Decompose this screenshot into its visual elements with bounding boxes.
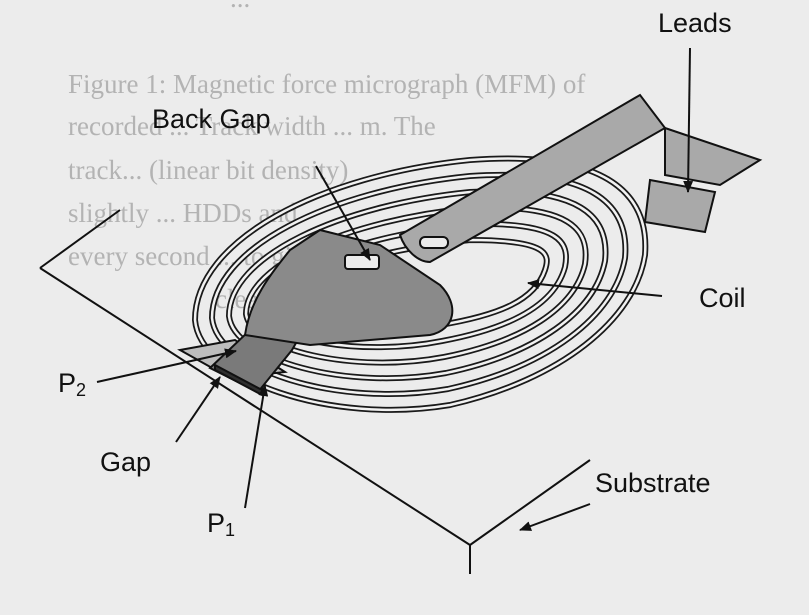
background-text-line-3: track... (linear bit density): [68, 155, 349, 185]
background-text-line-2: recorded ... Track width ... m. The: [68, 111, 436, 141]
p2-label-subscript: 2: [76, 380, 87, 400]
background-text-top: ...: [230, 0, 250, 15]
coil-turns: [191, 155, 649, 413]
coil-label: Coil: [699, 283, 746, 313]
leads-label: Leads: [658, 8, 732, 38]
p2-label-base: P: [58, 368, 77, 398]
p1-label-base: P: [207, 508, 226, 538]
substrate-label: Substrate: [595, 468, 711, 498]
p2-label: P2: [58, 368, 87, 400]
pole-pieces: [177, 228, 454, 397]
p1-label-subscript: 1: [225, 520, 236, 540]
gap-label: Gap: [100, 447, 152, 477]
p1-label: P1: [207, 508, 236, 540]
back-gap-label: Back Gap: [152, 104, 271, 134]
substrate-outline: [39, 209, 591, 574]
background-text-line-1: Figure 1: Magnetic force micrograph (MFM…: [68, 69, 586, 99]
pointer-arrows: [96, 47, 694, 531]
